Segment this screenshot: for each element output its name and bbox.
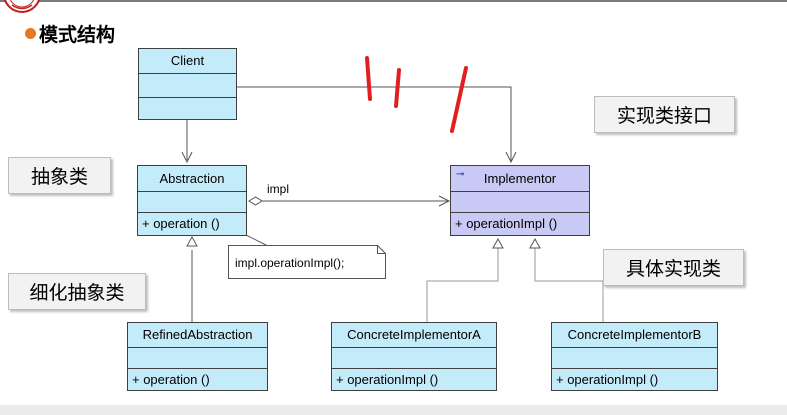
note-shape [228,245,386,279]
interface-implementor-name: Implementor [483,171,557,186]
class-abstraction: Abstraction + operation () [137,165,247,236]
class-concrete-a-name: ConcreteImplementorA [347,327,481,342]
class-concrete-a-method: + operationImpl () [332,368,496,390]
class-refined-abstraction: RefinedAbstraction + operation () [127,322,268,391]
class-concrete-a-attributes [332,347,496,368]
interface-icon: ⊸ [456,169,465,180]
slide-heading: 模式结构 [25,20,115,46]
class-abstraction-name: Abstraction [159,171,225,186]
association-label: impl [267,182,290,196]
university-logo [2,0,42,20]
class-client-attributes [139,73,236,97]
class-client-operations [139,97,236,119]
heading-text: 模式结构 [39,24,116,46]
class-client: Client [138,48,237,120]
note-text: impl.operationImpl(); [235,256,345,270]
callout-concrete-implementor: 具体实现类 [603,249,744,286]
interface-implementor-method: + operationImpl () [451,212,589,235]
refined-generalization-triangle [186,235,198,247]
interface-implementor-attributes [451,191,589,212]
top-rule [0,0,787,2]
class-refined-abstraction-attributes [128,347,267,368]
concrete-a-realization-triangle [492,237,504,249]
class-client-name: Client [170,53,205,68]
client-implementor-line [236,86,512,162]
concrete-a-realization-line [426,248,499,322]
class-concrete-b-attributes [552,347,717,368]
concrete-b-realization-triangle [529,237,541,249]
red-annotation-stroke-2 [394,68,401,108]
class-abstraction-method: + operation () [138,212,246,235]
class-abstraction-attributes [138,191,246,212]
interface-implementor-header: ⊸ Implementor [451,166,589,191]
callout-implementor-interface: 实现类接口 [594,96,735,133]
class-concrete-implementor-b: ConcreteImplementorB + operationImpl () [551,322,718,391]
callout-refined-abstraction: 细化抽象类 [8,273,146,310]
interface-implementor: ⊸ Implementor + operationImpl () [450,165,590,236]
aggregation-diamond [248,196,263,206]
client-abstraction-arrowhead [181,151,193,164]
class-concrete-b-method: + operationImpl () [552,368,717,390]
callout-abstraction: 抽象类 [8,157,111,194]
client-implementor-arrowhead [505,151,517,164]
class-refined-abstraction-name: RefinedAbstraction [142,327,253,342]
bullet-icon [25,27,36,39]
concrete-b-realization-line [534,248,604,322]
class-concrete-b-name: ConcreteImplementorB [567,327,702,342]
red-annotation-stroke-3 [450,66,468,133]
impl-association-arrowhead [438,195,451,207]
red-annotation-stroke-1 [365,56,372,101]
class-refined-abstraction-method: + operation () [128,368,267,390]
footer-band [0,405,787,415]
class-concrete-implementor-a: ConcreteImplementorA + operationImpl () [331,322,497,391]
note-box: impl.operationImpl(); [228,245,386,284]
